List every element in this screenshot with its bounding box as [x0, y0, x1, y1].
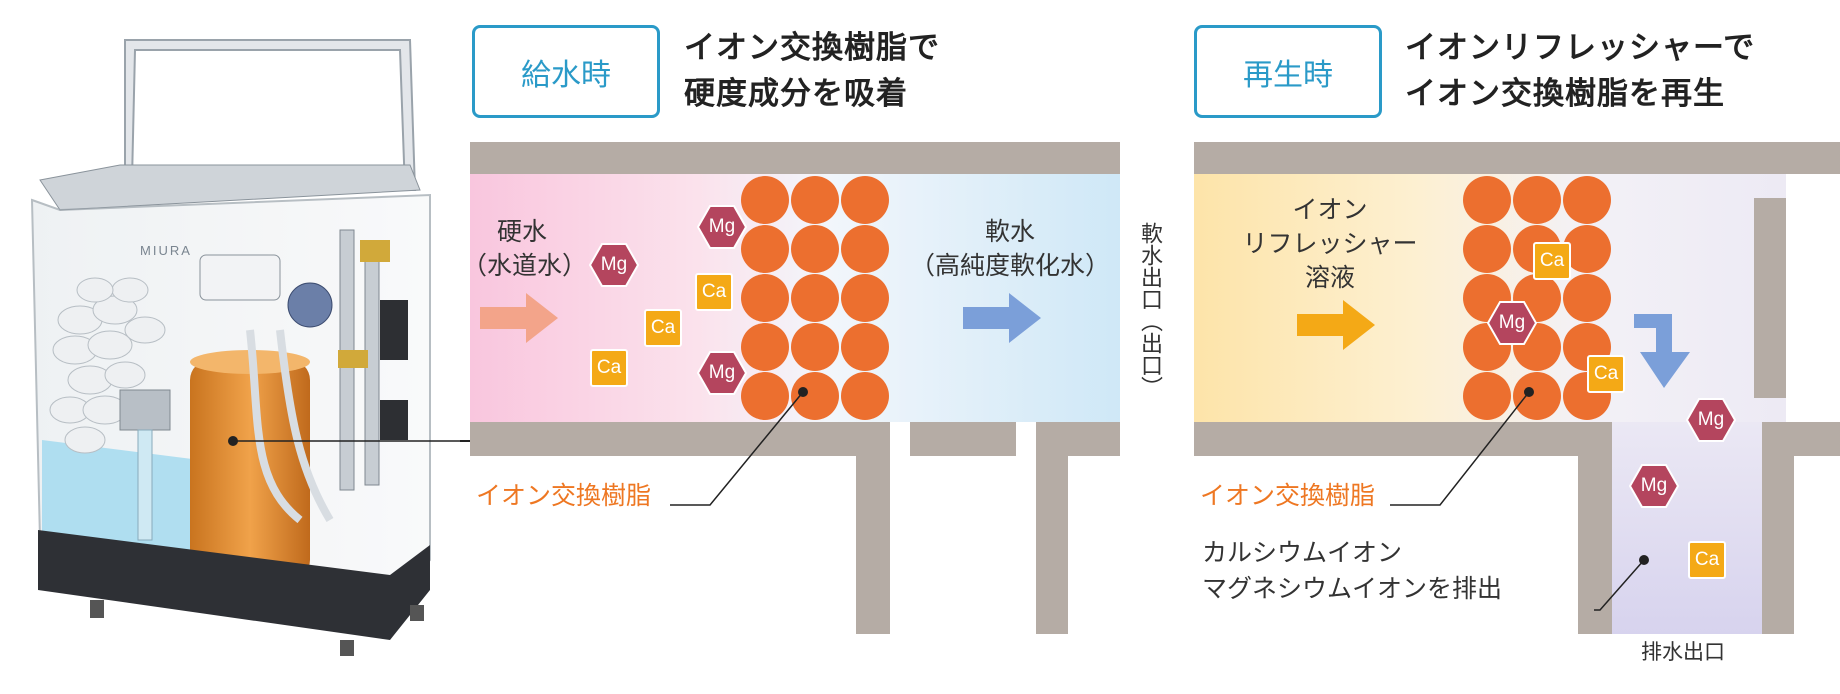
panel2-top-wall	[1194, 142, 1840, 174]
panel2-discharge-line2: マグネシウムイオンを排出	[1202, 574, 1503, 603]
mg-ion: Mg	[1487, 300, 1537, 346]
panel2-heading-line1: イオンリフレッシャーで	[1405, 30, 1756, 66]
panel2-resin-label: イオン交換樹脂	[1200, 481, 1376, 510]
panel1-resin-label: イオン交換樹脂	[476, 481, 652, 510]
panel2-resin-beads	[1463, 176, 1611, 420]
panel1-bottom-wall-c	[1036, 422, 1120, 456]
panel1-top-wall	[470, 142, 1120, 174]
panel1-hard-water-label: 硬水 （水道水）	[462, 215, 588, 283]
panel1-resin-leader-line	[670, 391, 804, 506]
mg-ion: Mg	[1629, 463, 1679, 509]
ca-ion: Ca	[1587, 355, 1625, 393]
panel1-inflow-arrow-icon	[480, 293, 558, 343]
panel1-heading-line1: イオン交換樹脂で	[684, 30, 940, 66]
panel1-heading-line2: 硬度成分を吸着	[684, 76, 908, 112]
panel2-solution-label: イオン リフレッシャー 溶液	[1225, 193, 1435, 295]
panel2-drain-wall-right	[1762, 456, 1794, 634]
panel2-solution-line1: イオン	[1292, 195, 1368, 224]
panel1-soft-water-label: 軟水 （高純度軟化水）	[905, 215, 1115, 283]
mg-ion-label: Mg	[708, 216, 736, 237]
panel1-resin-beads	[741, 176, 889, 420]
softener-machine-drawing	[30, 39, 460, 656]
mg-ion-label: Mg	[1498, 312, 1526, 333]
panel2-drain-label: 排水出口	[1641, 640, 1725, 664]
panel2-drain-channel	[1612, 422, 1762, 634]
panel1-soft-water-line2: （高純度軟化水）	[909, 251, 1110, 280]
panel2-discharge-line1: カルシウムイオン	[1202, 538, 1403, 567]
ca-ion: Ca	[1688, 541, 1726, 579]
ca-ion: Ca	[1533, 242, 1571, 280]
mg-ion-label: Mg	[1697, 409, 1725, 430]
panel1-bottom-wall-a	[470, 422, 890, 456]
panel1-mode-badge: 給水時	[472, 25, 660, 118]
panel2-bottom-wall-b	[1762, 422, 1840, 456]
panel1-outflow-arrow-icon	[963, 293, 1041, 343]
panel2-divider-wall	[1754, 198, 1786, 398]
panel2-inflow-arrow-icon	[1297, 300, 1375, 350]
panel1-hard-water-line1: 硬水	[496, 217, 547, 246]
panel2-heading-line2: イオン交換樹脂を再生	[1405, 76, 1725, 112]
brand-logo: MIURA	[140, 243, 192, 258]
panel2-mode-badge: 再生時	[1194, 25, 1382, 118]
panel2-solution-line3: 溶液	[1304, 263, 1355, 292]
panel2-bottom-wall-a	[1194, 422, 1612, 456]
mg-ion: Mg	[1686, 397, 1736, 443]
ca-ion: Ca	[590, 349, 628, 387]
panel1-bottom-wall-b	[910, 422, 1016, 456]
panel1-soft-water-line1: 軟水	[984, 217, 1035, 246]
mg-ion: Mg	[697, 204, 747, 250]
softener-machine-illustration: MIURA	[0, 0, 460, 690]
ca-ion: Ca	[695, 273, 733, 311]
panel1-drop-wall-c	[1036, 456, 1068, 634]
panel2-drain-arrow-icon	[1634, 314, 1690, 388]
panel1-drop-wall-a	[856, 456, 890, 634]
panel2-discharge-leader-line	[1594, 555, 1649, 611]
panel2-solution-line2: リフレッシャー	[1242, 229, 1418, 258]
mg-ion: Mg	[697, 350, 747, 396]
mg-ion-label: Mg	[600, 254, 628, 275]
panel2-drain-wall-left	[1578, 456, 1612, 634]
panel2-divider-gap	[1786, 174, 1840, 422]
panel1-hard-water-line2: （水道水）	[462, 251, 588, 280]
panel2-heading: イオンリフレッシャーで イオン交換樹脂を再生	[1405, 25, 1755, 117]
mg-ion-label: Mg	[1640, 475, 1668, 496]
panel1-heading: イオン交換樹脂で 硬度成分を吸着	[684, 25, 940, 117]
ca-ion: Ca	[644, 309, 682, 347]
panel2-resin-leader-line	[1390, 391, 1530, 506]
mg-ion-label: Mg	[708, 362, 736, 383]
panel1-outlet-label: 軟水出口（出口）	[1137, 222, 1162, 398]
mg-ion: Mg	[589, 242, 639, 288]
panel2-discharge-label: カルシウムイオン マグネシウムイオンを排出	[1202, 535, 1502, 607]
